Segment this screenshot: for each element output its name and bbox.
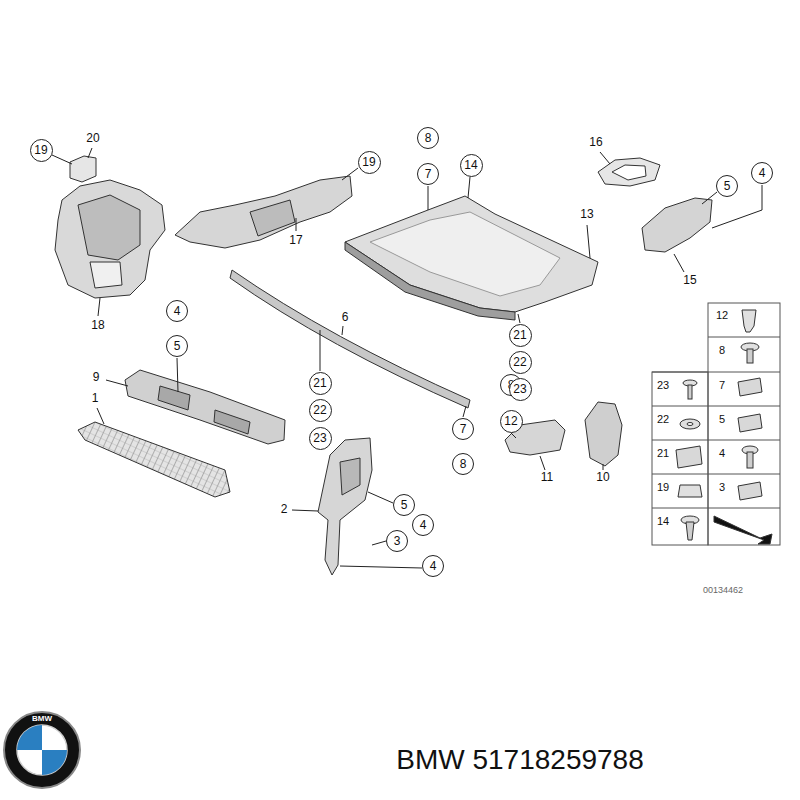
callout-number: 5 <box>174 340 181 352</box>
callout-circle: 12 <box>500 410 523 433</box>
callout-circle: 7 <box>417 163 439 185</box>
callout-circle: 8 <box>417 127 439 149</box>
callout-number: 4 <box>420 519 427 531</box>
callout-number: 5 <box>724 180 731 192</box>
table-cell: 21 <box>657 447 669 459</box>
callout-circle: 4 <box>751 162 773 184</box>
callout-circle: 21 <box>509 324 532 347</box>
part-number: 16 <box>589 136 602 149</box>
part-number: 17 <box>289 234 302 247</box>
callout-circle: 4 <box>422 555 444 577</box>
callout-circle: 22 <box>309 399 332 422</box>
part-number: 15 <box>683 274 696 287</box>
table-cell: 5 <box>719 413 725 425</box>
callout-circle: 5 <box>393 494 415 516</box>
callout-circle: 8 <box>452 453 474 475</box>
callout-number: 19 <box>34 144 47 156</box>
table-cell: 14 <box>657 515 669 527</box>
callout-number: 21 <box>313 377 326 389</box>
callout-circle: 4 <box>166 300 188 322</box>
logo-text: BMW <box>32 715 52 724</box>
part-number: 2 <box>281 503 288 516</box>
callout-circle: 5 <box>716 175 738 197</box>
callout-circle: 14 <box>460 154 483 177</box>
part-number: 1 <box>92 392 99 405</box>
callout-circle: 3 <box>386 530 408 552</box>
callout-number: 19 <box>362 156 375 168</box>
part-number: 10 <box>596 471 609 484</box>
callout-number: 7 <box>425 168 432 180</box>
callout-number: 4 <box>430 560 437 572</box>
callout-number: 4 <box>174 305 181 317</box>
callout-number: 22 <box>313 404 326 416</box>
callout-circle: 23 <box>309 427 332 450</box>
table-cell: 22 <box>657 413 669 425</box>
callout-circle: 21 <box>309 372 332 395</box>
callout-circle: 19 <box>30 139 53 162</box>
callout-circle: 23 <box>509 378 532 401</box>
part-number: 9 <box>93 371 100 384</box>
callout-number: 14 <box>464 159 477 171</box>
callout-number: 8 <box>425 132 432 144</box>
callout-number: 23 <box>313 432 326 444</box>
table-cell: 23 <box>657 379 669 391</box>
callout-circle: 19 <box>358 151 381 174</box>
table-cell: 4 <box>719 447 725 459</box>
part-number: 20 <box>86 132 99 145</box>
part-number: 11 <box>541 471 553 484</box>
table-cell: 8 <box>719 344 725 356</box>
part-reference: BMW 51718259788 <box>396 745 644 776</box>
callout-number: 21 <box>513 329 526 341</box>
callout-number: 22 <box>513 356 526 368</box>
drawing-number: 00134462 <box>703 586 743 596</box>
part-number: 6 <box>342 311 349 324</box>
part-number: 13 <box>580 208 593 221</box>
callout-number: 5 <box>401 499 408 511</box>
table-cell: 3 <box>719 481 725 493</box>
callout-circle: 5 <box>166 335 188 357</box>
callout-number: 12 <box>504 415 517 427</box>
table-cell: 19 <box>657 481 669 493</box>
table-cell: 12 <box>716 309 728 321</box>
table-cell: 7 <box>719 379 725 391</box>
callout-number: 3 <box>394 535 401 547</box>
callout-number: 8 <box>460 458 467 470</box>
callout-circle: 4 <box>412 514 434 536</box>
callout-number: 4 <box>759 167 766 179</box>
callout-circle: 7 <box>452 418 474 440</box>
callout-number: 23 <box>513 383 526 395</box>
callout-number: 7 <box>460 423 467 435</box>
part-number: 18 <box>91 319 104 332</box>
callout-circle: 22 <box>509 351 532 374</box>
